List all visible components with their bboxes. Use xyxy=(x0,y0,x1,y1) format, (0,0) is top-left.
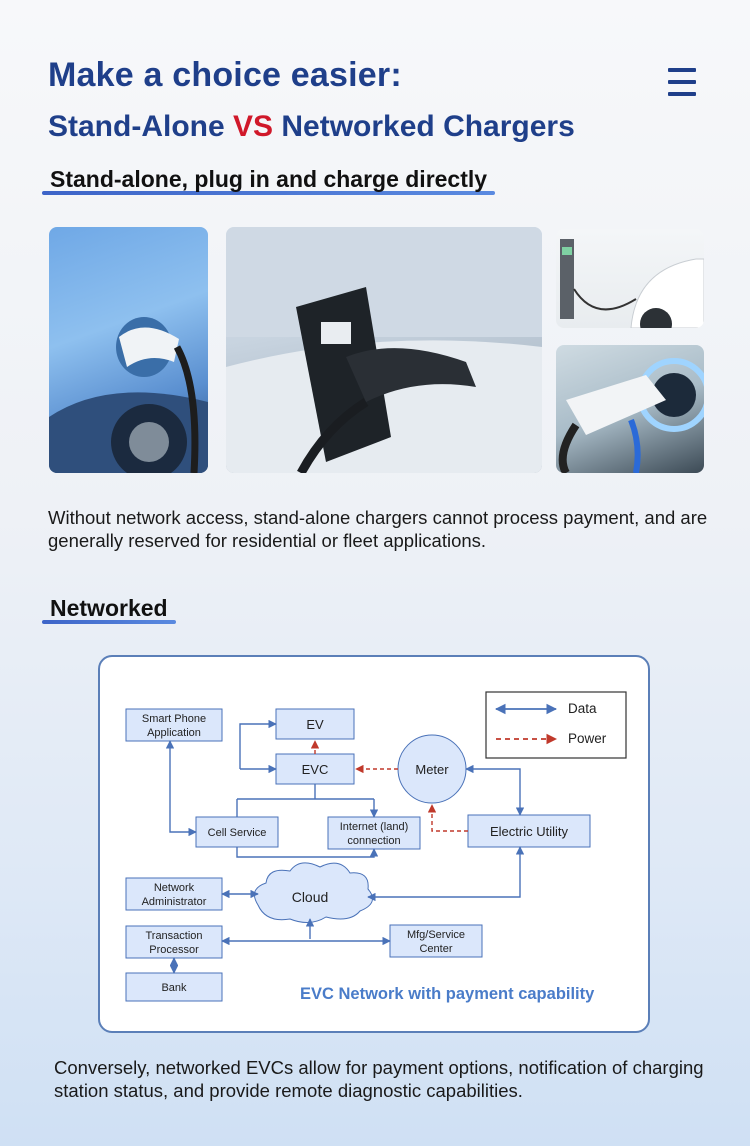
node-smartphone-label-2: Application xyxy=(147,727,201,739)
node-mfg-label-2: Center xyxy=(419,943,452,955)
node-internet-label-2: connection xyxy=(347,835,400,847)
node-ev xyxy=(275,708,355,740)
node-trans-label-1: Transaction xyxy=(145,930,202,942)
ev-charging-photo-2 xyxy=(226,227,542,473)
node-evc-label: EVC xyxy=(302,762,329,777)
hamburger-menu-icon[interactable] xyxy=(668,68,696,100)
node-netadmin-label-2: Administrator xyxy=(142,896,207,908)
page-title: Make a choice easier: xyxy=(48,56,402,94)
standalone-heading-text: Stand-alone, plug in and charge directly xyxy=(50,166,488,192)
evc-network-diagram: Data Power Smart Phone Application EV EV… xyxy=(98,655,650,1033)
networked-heading: Networked xyxy=(42,595,176,624)
node-smartphone xyxy=(125,708,223,742)
node-cell-service xyxy=(195,816,279,848)
subtitle-standalone: Stand-Alone xyxy=(48,110,233,143)
networked-description: Conversely, networked EVCs allow for pay… xyxy=(54,1057,704,1101)
page-subtitle: Stand-Alone VS Networked Chargers xyxy=(48,110,575,144)
node-internet-label-1: Internet (land) xyxy=(340,821,408,833)
ev-charging-photo-1 xyxy=(49,227,208,473)
node-bank xyxy=(125,972,223,1002)
node-bank-label: Bank xyxy=(161,982,187,994)
node-network-admin xyxy=(125,877,223,911)
networked-heading-text: Networked xyxy=(50,595,168,621)
diagram-canvas: Data Power Smart Phone Application EV EV… xyxy=(125,691,627,1002)
subtitle-vs: VS xyxy=(233,110,274,143)
subtitle-networked: Networked Chargers xyxy=(273,110,575,143)
legend-data-label: Data xyxy=(568,701,597,716)
diagram-caption: EVC Network with payment capability xyxy=(300,985,595,1003)
legend-power-label: Power xyxy=(568,731,607,746)
node-netadmin-label-1: Network xyxy=(154,882,195,894)
node-trans-label-2: Processor xyxy=(149,944,199,956)
standalone-heading: Stand-alone, plug in and charge directly xyxy=(42,166,496,195)
standalone-description: Without network access, stand-alone char… xyxy=(48,507,708,551)
node-mfg-service xyxy=(389,924,483,958)
legend-box xyxy=(485,691,627,759)
node-ev-label: EV xyxy=(306,717,324,732)
node-meter-label: Meter xyxy=(415,762,449,777)
node-mfg-label-1: Mfg/Service xyxy=(407,929,465,941)
node-cell-label: Cell Service xyxy=(208,827,267,839)
ev-charging-photo-3 xyxy=(556,229,704,328)
node-utility-label: Electric Utility xyxy=(490,824,569,839)
ev-charging-photo-4 xyxy=(556,345,704,473)
node-electric-utility xyxy=(467,814,591,848)
node-cloud-label: Cloud xyxy=(292,889,329,905)
node-smartphone-label-1: Smart Phone xyxy=(142,713,206,725)
